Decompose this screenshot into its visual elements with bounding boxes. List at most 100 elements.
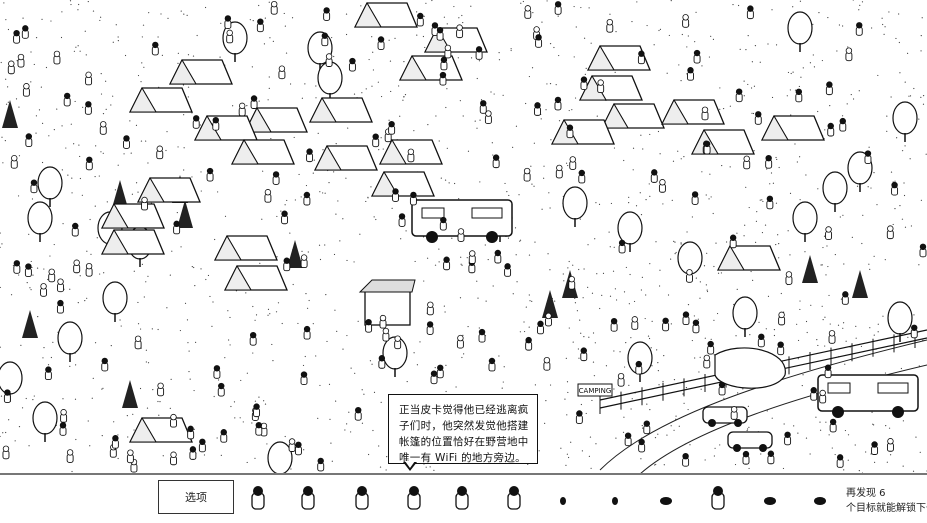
camper-person[interactable] [778, 311, 786, 326]
camper-person[interactable] [365, 318, 373, 333]
camper-person[interactable] [845, 47, 853, 62]
camper-person[interactable] [249, 331, 257, 346]
camper-person[interactable] [691, 191, 699, 205]
camper-person[interactable] [40, 283, 48, 297]
camper-person[interactable] [729, 234, 737, 249]
camper-person[interactable] [757, 333, 765, 348]
camper-person[interactable] [56, 299, 64, 314]
camper-person[interactable] [682, 311, 690, 326]
camper-person[interactable] [416, 12, 424, 27]
camper-person[interactable] [494, 249, 502, 264]
car[interactable] [727, 431, 773, 452]
camper-person[interactable] [407, 148, 415, 163]
tent[interactable] [136, 176, 201, 203]
camper-person[interactable] [575, 410, 583, 424]
target-feather-icon[interactable] [548, 483, 578, 513]
camper-person[interactable] [157, 382, 165, 397]
camper-person[interactable] [662, 317, 670, 332]
camper-person[interactable] [323, 7, 331, 21]
camper-person[interactable] [618, 239, 626, 254]
tent[interactable] [690, 128, 755, 155]
camper-person[interactable] [85, 156, 93, 171]
camper-person[interactable] [17, 53, 25, 68]
camper-person[interactable] [488, 357, 496, 372]
camper-person[interactable] [394, 335, 402, 350]
camper-person[interactable] [187, 425, 195, 440]
camper-person[interactable] [754, 111, 762, 125]
camper-person[interactable] [456, 334, 464, 349]
camper-person[interactable] [825, 226, 833, 240]
tent[interactable] [128, 86, 193, 113]
camper-person[interactable] [824, 364, 832, 379]
rv-trailer[interactable] [817, 374, 919, 418]
camper-person[interactable] [60, 409, 68, 423]
camper-person[interactable] [44, 366, 52, 381]
camper-person[interactable] [810, 387, 818, 401]
tent[interactable] [313, 144, 378, 171]
camper-person[interactable] [825, 81, 833, 96]
camper-person[interactable] [270, 0, 278, 15]
camper-person[interactable] [534, 102, 541, 116]
camper-person[interactable] [85, 71, 93, 86]
camper-person[interactable] [53, 50, 61, 65]
camper-person[interactable] [156, 145, 164, 160]
tent[interactable] [760, 114, 825, 141]
target-sleeping-person-icon[interactable] [399, 483, 429, 513]
tent[interactable] [223, 264, 288, 291]
camper-person[interactable] [829, 418, 837, 433]
camper-person[interactable] [398, 213, 406, 227]
camper-person[interactable] [735, 88, 743, 103]
camper-person[interactable] [827, 122, 835, 137]
camper-person[interactable] [212, 116, 220, 131]
camp-scene[interactable]: CAMPING [0, 0, 927, 474]
camper-person[interactable] [21, 25, 29, 39]
camper-person[interactable] [886, 225, 894, 240]
camper-person[interactable] [795, 88, 803, 103]
camper-person[interactable] [10, 155, 18, 169]
camper-person[interactable] [746, 5, 754, 20]
camper-person[interactable] [871, 441, 879, 455]
target-leaf-icon[interactable] [805, 483, 835, 513]
tent[interactable] [370, 170, 435, 197]
tent[interactable] [230, 138, 295, 165]
car[interactable] [702, 406, 748, 427]
options-button[interactable]: 选项 [158, 480, 234, 514]
camper-person[interactable] [543, 356, 551, 371]
tent[interactable] [100, 202, 165, 229]
camper-person[interactable] [537, 320, 544, 335]
camper-person[interactable] [637, 50, 645, 65]
camper-person[interactable] [718, 381, 726, 396]
camper-person[interactable] [192, 115, 200, 129]
camper-person[interactable] [492, 154, 500, 169]
camper-person[interactable] [524, 5, 532, 19]
camper-person[interactable] [288, 438, 296, 452]
camper-person[interactable] [743, 155, 751, 170]
camper-person[interactable] [306, 148, 314, 163]
tent[interactable] [578, 74, 643, 101]
camper-person[interactable] [580, 76, 588, 91]
camper-person[interactable] [372, 133, 380, 148]
tent[interactable] [128, 416, 193, 443]
camper-person[interactable] [578, 169, 586, 184]
camper-person[interactable] [217, 382, 225, 397]
camper-person[interactable] [48, 268, 56, 283]
camper-person[interactable] [173, 220, 181, 235]
toilet-block[interactable] [358, 279, 416, 326]
camper-person[interactable] [836, 454, 844, 468]
camper-person[interactable] [566, 124, 574, 139]
camper-person[interactable] [426, 321, 434, 335]
camper-person[interactable] [475, 46, 483, 60]
camper-person[interactable] [784, 431, 792, 446]
camper-person[interactable] [484, 110, 492, 125]
camper-person[interactable] [730, 406, 738, 420]
tent[interactable] [586, 44, 651, 71]
camper-person[interactable] [839, 117, 847, 132]
camper-person[interactable] [855, 22, 863, 36]
camper-person[interactable] [478, 328, 486, 343]
target-backpacker-icon[interactable] [243, 483, 273, 513]
camper-person[interactable] [85, 262, 93, 277]
camper-person[interactable] [545, 312, 552, 327]
camper-person[interactable] [354, 406, 362, 421]
camper-person[interactable] [134, 335, 142, 350]
camper-person[interactable] [766, 195, 774, 210]
